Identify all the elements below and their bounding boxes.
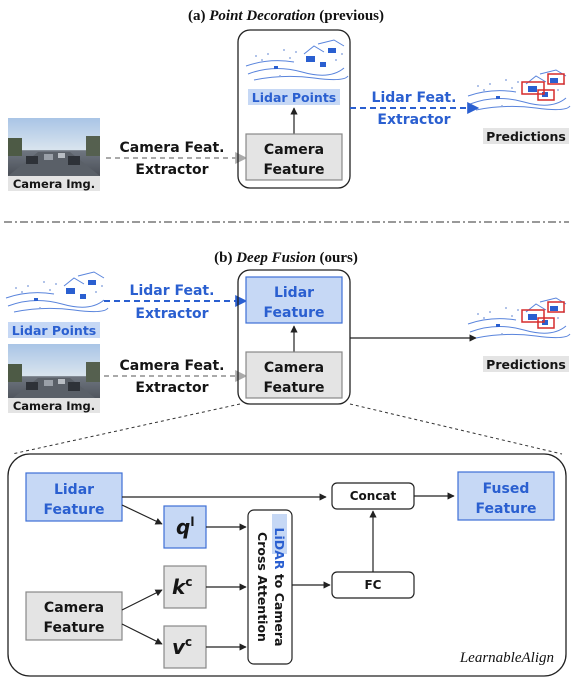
lidar-points-label-a: Lidar Points: [252, 90, 337, 105]
fused-feature-box: [457, 471, 555, 521]
la-lidar-feature-label-2: Feature: [44, 502, 105, 518]
learnable-align-caption: LearnableAlign: [459, 650, 554, 666]
lidar-to-query-arrow: [121, 504, 163, 525]
section-b-title: (b) Deep Fusion (ours): [214, 250, 358, 266]
camera-to-key-arrow: [121, 589, 163, 611]
camera-image-b: Camera Img.: [8, 344, 100, 413]
camera-extractor-label-a-1: Camera Feat.: [120, 140, 225, 156]
cross-attention-label: LiDAR to Camera Cross Attention: [255, 514, 287, 646]
query-label: ql: [176, 515, 194, 539]
lidar-feature-box-b: [245, 276, 343, 324]
camera-feature-box-b: [245, 351, 343, 399]
concat-label: Concat: [350, 489, 397, 503]
camera-feature-label-a-2: Feature: [264, 162, 325, 178]
predictions-image-a: [468, 70, 570, 110]
lidar-extractor-label-a-2: Extractor: [377, 112, 450, 128]
la-camera-feature-box: [25, 591, 123, 641]
lidar-extractor-label-a-1: Lidar Feat.: [372, 90, 457, 106]
value-box: [163, 625, 207, 669]
predictions-label-a: Predictions: [486, 129, 566, 144]
predictions-label-bg-b: [483, 356, 569, 372]
lidar-points-image-a: [245, 39, 349, 81]
camera-feature-label-b-1: Camera: [264, 360, 324, 376]
zoom-line-right: [349, 403, 563, 455]
lidar-points-label-bg-b: [8, 322, 100, 338]
camera-extractor-label-a-2: Extractor: [135, 162, 208, 178]
camera-img-label-a: Camera Img.: [13, 177, 95, 191]
camera-extractor-label-b-2: Extractor: [135, 380, 208, 396]
learnable-align-container: [7, 453, 567, 677]
camera-img-label-b: Camera Img.: [13, 399, 95, 413]
predictions-label-bg-a: [483, 128, 569, 144]
svg-text:Cross Attention: Cross Attention: [255, 532, 270, 642]
predictions-label-b: Predictions: [486, 357, 566, 372]
camera-to-value-arrow: [121, 623, 163, 645]
camera-extractor-label-b-1: Camera Feat.: [120, 358, 225, 374]
value-label: vc: [172, 635, 192, 659]
section-a-title: (a) Point Decoration (previous): [188, 8, 384, 24]
svg-text:LiDAR to Camera: LiDAR to Camera: [272, 528, 287, 647]
zoom-line-left: [11, 403, 241, 455]
fc-label: FC: [364, 578, 381, 592]
lidar-feature-label-b-1: Lidar: [274, 285, 314, 301]
fused-feature-label-2: Feature: [476, 501, 537, 517]
camera-feature-label-b-2: Feature: [264, 380, 325, 396]
query-box: [163, 505, 207, 549]
camera-feature-box-a: [245, 133, 343, 181]
camera-image-a: Camera Img.: [8, 118, 100, 191]
key-box: [163, 565, 207, 609]
lidar-points-label-b: Lidar Points: [12, 323, 97, 338]
predictions-image-b: [468, 298, 570, 338]
lidar-extractor-label-b-2: Extractor: [135, 306, 208, 322]
lidar-extractor-label-b-1: Lidar Feat.: [130, 283, 215, 299]
la-camera-feature-label-2: Feature: [44, 620, 105, 636]
fused-feature-label-1: Fused: [483, 481, 530, 497]
lidar-points-image-b: [5, 271, 109, 313]
fusion-container-b: [237, 269, 351, 405]
key-label: kc: [172, 575, 192, 599]
camera-feature-label-a-1: Camera: [264, 142, 324, 158]
la-camera-feature-label-1: Camera: [44, 600, 104, 616]
la-lidar-feature-label-1: Lidar: [54, 482, 94, 498]
lidar-feature-label-b-2: Feature: [264, 305, 325, 321]
lidar-points-label-bg-a: [248, 89, 340, 105]
